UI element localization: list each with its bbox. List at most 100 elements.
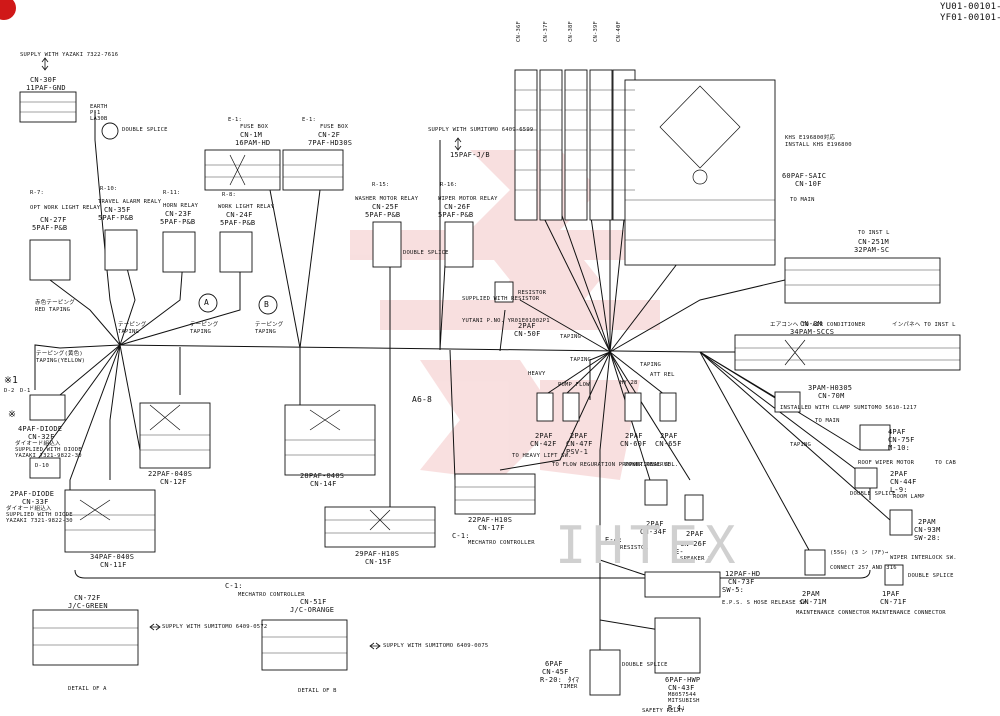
clamp-note: INSTALLED WITH CLAMP SUMITOMO 5610-1217 xyxy=(780,405,917,411)
cn70m-spec: 3PAM-H0305 xyxy=(808,384,853,392)
cn65f-id: CN-65F xyxy=(655,440,682,448)
supply-sumitomo-note: SUPPLY WITH SUMITOMO 6409-6599 xyxy=(428,127,534,133)
double-splice-r15: DOUBLE SPLICE xyxy=(403,250,449,256)
cn17f-id: CN-17F xyxy=(478,524,505,532)
detail-a: DETAIL OF A xyxy=(68,686,107,692)
r16-ref: R-16: xyxy=(440,182,458,188)
cn47f-spec: 2PAF xyxy=(570,432,588,440)
cn71m-spec: 2PAM xyxy=(802,590,820,598)
r7-id: CN-27F xyxy=(40,216,67,224)
cn45f-name-jp: ﾀｲﾏ xyxy=(568,676,580,684)
cn12f-id: CN-12F xyxy=(160,478,187,486)
cn65f-tag: ATT REL xyxy=(650,372,675,378)
cn73f-spec: 12PAF-HD xyxy=(725,570,761,578)
red-taping: RED TAPING xyxy=(35,307,71,313)
d2-ref: D-2 xyxy=(4,388,15,394)
taping-right: TAPING xyxy=(790,442,812,448)
kirikae: (55G) (3 ン (7F)→ xyxy=(830,550,889,556)
fuse-e1b-spec: 7PAF-HD30S xyxy=(308,139,353,147)
cn60f-spec: 2PAF xyxy=(625,432,643,440)
c1-name-2: MECHATRO CONTROLLER xyxy=(238,592,305,598)
cn42f-id: CN-42F xyxy=(530,440,557,448)
d10-ref: D-10 xyxy=(35,463,50,469)
cn43f-name: SAFETY RELAY xyxy=(642,708,685,714)
cn33f-note1: ダイオード組込入 xyxy=(6,506,52,512)
cn47f-id: CN-47F xyxy=(566,440,593,448)
cn71m-name: MAINTENANCE CONNECTOR xyxy=(796,610,870,616)
cn34f-name: RESISTOR xyxy=(620,545,649,551)
cn11f-spec: 34PAF-040S xyxy=(90,553,135,561)
circle-a-label: A xyxy=(204,298,210,307)
to-inst-l-jp: インパネへ TO INST L xyxy=(892,322,956,328)
cn33f-spec: 2PAF-DIODE xyxy=(10,490,55,498)
yellow-taping-jp: テーピング(黄色) xyxy=(36,351,83,357)
yellow-taping: TAPING(YELLOW) xyxy=(36,358,86,364)
r11-spec: 5PAF-P&B xyxy=(160,218,196,226)
cn70m-id: CN-70M xyxy=(818,392,845,400)
cn71m-id: CN-71M xyxy=(800,598,827,606)
detail-b: DETAIL OF B xyxy=(298,688,337,694)
cn33f-note2: SUPPLIED WITH DIODE xyxy=(6,512,73,518)
cn93m-name: WIPER INTERLOCK SW. xyxy=(890,555,957,561)
cn73f-id: CN-73F xyxy=(728,578,755,586)
cn44f-ref: L-9: xyxy=(890,486,908,494)
fuse-e1a-id: CN-1M xyxy=(240,131,263,139)
cn3m-id: CN-3M xyxy=(800,320,823,328)
r11-id: CN-23F xyxy=(165,210,192,218)
cn40f-label: CN-40F xyxy=(616,20,622,42)
earth-id: P-1 xyxy=(90,110,101,116)
cn10f-spec: 60PAF-SAIC xyxy=(782,172,827,180)
cn93m-ref: SW-28: xyxy=(914,534,941,542)
r15-id: CN-25F xyxy=(372,203,399,211)
r11-ref: R-11: xyxy=(163,190,181,196)
r7-spec: 5PAF-P&B xyxy=(32,224,68,232)
c1-ref-2: C-1: xyxy=(225,582,243,590)
fuse-e1a-ref: E-1: xyxy=(228,117,243,123)
cn43f-ref: R-4: xyxy=(668,704,686,712)
cn32f-note1: ダイオード組込入 xyxy=(15,441,61,447)
resistor-label: RESISTOR xyxy=(518,290,547,296)
cn75f-id: CN-75F xyxy=(888,436,915,444)
taping-center-3: TAPING xyxy=(640,362,662,368)
cn36f-label: CN-36F xyxy=(516,20,522,42)
to-main-note: TO MAIN xyxy=(790,197,815,203)
cn14f-id: CN-14F xyxy=(310,480,337,488)
earth-label: EARTH xyxy=(90,104,108,110)
power-reserve: POWER RESERVE xyxy=(625,462,671,468)
r16-spec: 5PAF-P&B xyxy=(438,211,474,219)
taping-center: TAPING xyxy=(560,334,582,340)
cn93m-spec: 2PAM xyxy=(918,518,936,526)
cn34f-spec: 2PAF xyxy=(646,520,664,528)
cn72f-name: J/C-GREEN xyxy=(68,602,108,610)
cn47f-extra: PSV-1 xyxy=(566,448,589,456)
cn30f-id: CN-30F xyxy=(30,76,57,84)
cn34f-ref: E-4: xyxy=(605,536,623,544)
cn32f-note3: YAZAKI 7321-9822-30 xyxy=(15,453,82,459)
cn93m-id: CN-93M xyxy=(914,526,941,534)
circle-b-label: B xyxy=(264,300,270,309)
cn37f-label: CN-37F xyxy=(543,20,549,42)
cn10f-note1: KHS E196800対応 xyxy=(785,135,836,141)
taping-2: TAPING xyxy=(190,329,212,335)
xr1-mark: ※1 xyxy=(4,375,19,386)
cn51f-name: J/C-ORANGE xyxy=(290,606,335,614)
cn17f-spec: 22PAF-H10S xyxy=(468,516,513,524)
cn60f-id: CN-60F xyxy=(620,440,647,448)
taping-3: TAPING xyxy=(255,329,277,335)
cn34f-id: CN-34F xyxy=(640,528,667,536)
cn15-spec: 15PAF-J/B xyxy=(450,151,490,159)
supplied-resistor: SUPPLIED WITH RESISTOR xyxy=(462,296,540,302)
cn44f-name: ROOM LAMP xyxy=(893,494,925,500)
d1-ref: D-1 xyxy=(20,388,31,394)
cn75f-name: ROOF WIPER MOTOR xyxy=(858,460,915,466)
c1-ref-1: C-1: xyxy=(452,532,470,540)
c1-name-1: MECHATRO CONTROLLER xyxy=(468,540,535,546)
r16-id: CN-26F xyxy=(444,203,471,211)
r15-spec: 5PAF-P&B xyxy=(365,211,401,219)
cn75f-ref: M-10: xyxy=(888,444,911,452)
r11-name: HORN RELAY xyxy=(163,203,199,209)
cn45f-ref: R-20: xyxy=(540,676,563,684)
taping-jp-2: テーピング xyxy=(190,322,219,328)
